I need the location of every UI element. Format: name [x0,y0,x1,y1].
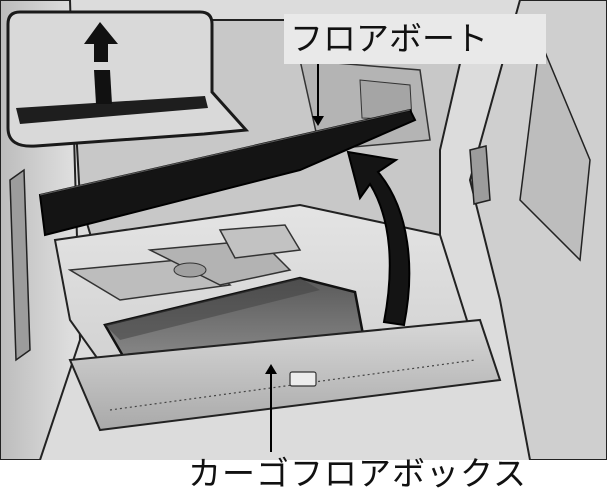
floor-board-label: フロアボート [284,14,546,64]
latch-handle [289,371,317,387]
sill-ridge-line [109,359,476,411]
floor-board-edge-highlight [39,109,411,196]
rear-bumper-sill [68,318,502,432]
right-tail-light [519,37,591,262]
accessory-recess [218,224,302,259]
floor-board-leader-tip [312,116,324,126]
right-tailgate-strut [469,145,491,205]
inset-callout-panel [6,10,250,148]
cargo-box-leader-tip [265,364,277,374]
right-body-panel [468,0,607,460]
up-arrow-icon [84,22,118,62]
inset-floor-board-edge [16,96,208,124]
cargo-area-illustration [0,0,607,460]
cargo-floor-box-label: カーゴフロアボックス [188,454,528,493]
tray-knob [173,262,207,278]
cargo-box-inner-wall [105,278,320,340]
inset-handle-slot [94,70,112,104]
up-curved-arrow-icon [346,150,411,327]
left-tailgate-strut [9,168,31,362]
